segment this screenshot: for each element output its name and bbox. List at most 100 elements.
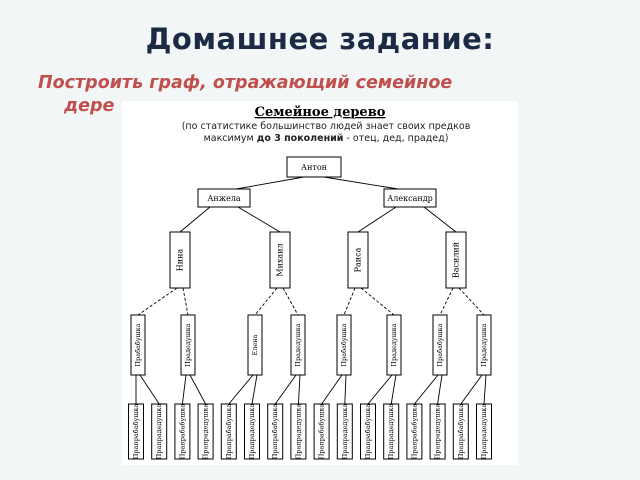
node-box <box>286 156 342 178</box>
node-box <box>336 403 353 460</box>
node-great-great-grandparent: Прапрабабушка <box>220 403 237 460</box>
node-parent: Александр <box>383 188 437 208</box>
node-label: Прабабушка <box>340 323 348 366</box>
node-grandparent: Нина <box>169 231 191 289</box>
node-box <box>269 231 291 289</box>
edge-grandparent-greatgrandparent <box>458 287 485 316</box>
node-label: Прабабушка <box>134 323 142 366</box>
node-box <box>220 403 237 460</box>
node-great-grandparent: Прадедушка <box>290 314 306 376</box>
node-grandparent: Василий <box>445 231 467 289</box>
figure-title: Семейное дерево <box>255 105 386 120</box>
node-box <box>169 231 191 289</box>
node-great-grandparent: Прабабушка <box>336 314 352 376</box>
node-label: Прадедушка <box>294 323 302 366</box>
node-label: Прапрадедушка <box>202 404 210 460</box>
node-label: Прапрадедушка <box>480 404 488 460</box>
node-great-great-grandparent: Прапрадедушка <box>476 403 492 460</box>
node-box <box>128 403 144 460</box>
node-box <box>445 231 467 289</box>
node-great-grandparent: Прадедушка <box>386 314 402 376</box>
node-label: Прапрадедушка <box>294 404 302 460</box>
node-great-great-grandparent: Прапрадедушка <box>383 403 400 460</box>
node-label: Прапрабабушка <box>410 404 418 460</box>
node-box <box>476 403 492 460</box>
edge-greatgrandparent-ancestor <box>414 374 439 405</box>
node-box <box>174 403 191 460</box>
edge-greatgrandparent-ancestor <box>181 374 187 405</box>
node-box <box>180 314 196 376</box>
node-label: Раиса <box>354 247 363 272</box>
node-label: Антон <box>301 163 327 172</box>
edge-grandparent-greatgrandparent <box>182 287 189 316</box>
node-label: Александр <box>387 194 433 203</box>
task-line-1: Построить граф, отражающий семейное <box>38 73 453 93</box>
edge-greatgrandparent-ancestor <box>251 374 258 405</box>
edge-greatgrandparent-ancestor <box>297 374 301 405</box>
node-label: Прапрабабушка <box>271 404 279 460</box>
node-box <box>313 403 330 460</box>
node-label: Михаил <box>276 243 285 276</box>
family-tree-figure: Семейное дерево (по статистике большинст… <box>122 101 518 465</box>
node-box <box>476 314 492 376</box>
edge-greatgrandparent-ancestor <box>321 374 343 405</box>
node-box <box>244 403 260 460</box>
node-great-great-grandparent: Прапрабабушка <box>360 403 376 460</box>
edge-parent-grandparent <box>357 206 397 233</box>
node-root: Антон <box>286 156 342 178</box>
slide-title: Домашнее задание: <box>145 22 495 56</box>
node-box <box>429 403 446 460</box>
edge-greatgrandparent-ancestor <box>367 374 393 405</box>
node-label: Прапрадедушка <box>434 404 442 460</box>
node-great-grandparent: Прабабушка <box>432 314 448 376</box>
node-box <box>151 403 168 460</box>
node-box <box>406 403 423 460</box>
node-great-great-grandparent: Прапрадедушка <box>429 403 446 460</box>
node-great-great-grandparent: Прапрабабушка <box>128 403 144 460</box>
node-box <box>290 314 306 376</box>
node-label: Прапрабабушка <box>225 404 233 460</box>
node-great-grandparent: Прадедушка <box>476 314 492 376</box>
edge-parent-grandparent <box>179 206 211 233</box>
node-box <box>336 314 352 376</box>
node-label: Прабабушка <box>436 323 444 366</box>
node-box <box>360 403 376 460</box>
node-grandparent: Раиса <box>347 231 369 289</box>
edge-grandparent-greatgrandparent <box>254 287 278 316</box>
node-great-great-grandparent: Прапрабабушка <box>313 403 330 460</box>
tree-edges <box>135 176 487 405</box>
node-great-great-grandparent: Прапрадедушка <box>336 403 353 460</box>
node-label: Нина <box>176 249 185 272</box>
node-great-great-grandparent: Прапрабабушка <box>174 403 191 460</box>
subtitle-part-a: максимум <box>204 133 257 144</box>
subtitle-part-c: - отец, дед, прадед) <box>343 133 448 144</box>
edge-greatgrandparent-ancestor <box>483 374 487 405</box>
node-box <box>197 403 214 460</box>
node-label: Василий <box>452 242 461 278</box>
node-parent: Анжела <box>197 188 251 208</box>
edge-grandparent-greatgrandparent <box>137 287 178 316</box>
edge-grandparent-greatgrandparent <box>282 287 299 316</box>
node-box <box>383 403 400 460</box>
node-label: Анжела <box>207 194 241 203</box>
edge-greatgrandparent-ancestor <box>139 374 160 405</box>
task-text: Построить граф, отражающий семейное дере <box>38 72 618 118</box>
edge-greatgrandparent-ancestor <box>274 374 297 405</box>
node-great-great-grandparent: Прапрадедушка <box>244 403 260 460</box>
node-label: Прадедушка <box>184 323 192 366</box>
node-great-great-grandparent: Прапрабабушка <box>267 403 284 460</box>
node-label: Прапрадедушка <box>387 404 395 460</box>
subtitle-part-b: до 3 поколений <box>257 133 344 144</box>
node-great-great-grandparent: Прапрадедушка <box>197 403 214 460</box>
edge-grandparent-greatgrandparent <box>343 287 356 316</box>
edge-greatgrandparent-ancestor <box>189 374 206 405</box>
node-box <box>452 403 469 460</box>
node-label: Прапрадедушка <box>248 404 256 460</box>
task-line-2: дере <box>64 96 115 116</box>
node-box <box>247 314 263 376</box>
edge-greatgrandparent-ancestor <box>437 374 443 405</box>
figure-subtitle-2: максимум до 3 поколений - отец, дед, пра… <box>204 133 449 144</box>
edge-parent-grandparent <box>423 206 457 233</box>
node-great-great-grandparent: Прапрабабушка <box>452 403 469 460</box>
